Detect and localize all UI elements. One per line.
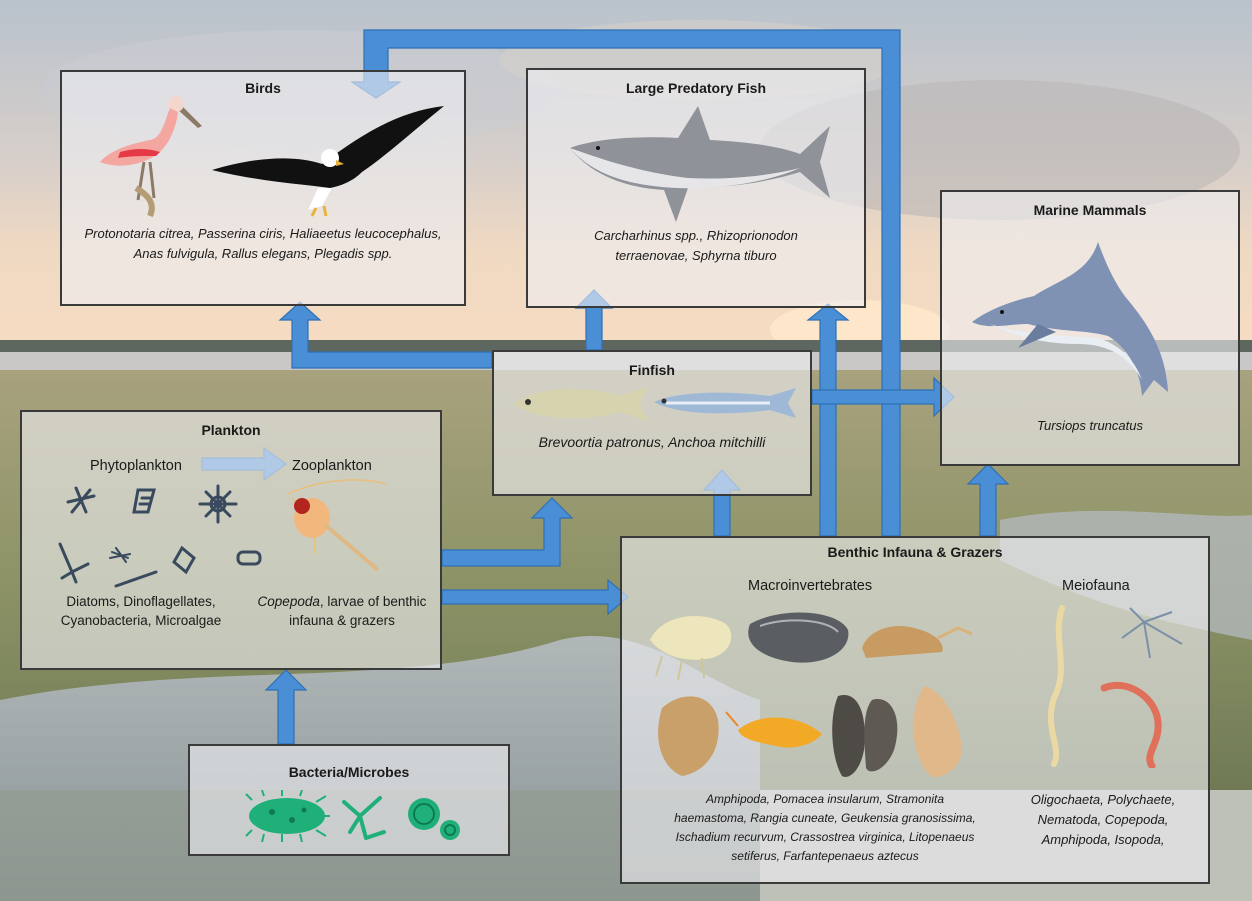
polychaete-icon: [1104, 685, 1158, 766]
birds-box: Birds Protonotaria citrea, Passerina cir…: [60, 70, 466, 306]
phytoplankton-taxa: Diatoms, Dinoflagellates, Cyanobacteria,…: [46, 592, 236, 630]
finfish-species: Brevoortia patronus, Anchoa mitchilli: [494, 432, 810, 452]
ceratium-icon: [60, 544, 88, 582]
diatom-star-icon: [68, 488, 94, 512]
meiofauna-species: Oligochaeta, Polychaete, Nematoda, Copep…: [1012, 790, 1194, 850]
diatom-chain-icon: [134, 490, 154, 512]
finfish-title: Finfish: [494, 362, 810, 378]
cylinder-diatom-icon: [238, 552, 260, 564]
macroinvertebrates-label: Macroinvertebrates: [748, 578, 872, 594]
large-predatory-fish-species: Carcharhinus spp., Rhizoprionodon terrae…: [558, 226, 834, 266]
finfish-box: Finfish Brevoortia patronus, Anchoa mitc…: [492, 350, 812, 496]
spoonbill-icon: [90, 90, 210, 220]
diamond-diatom-icon: [174, 548, 194, 572]
zooplankton-label: Zooplankton: [292, 458, 372, 474]
copepod-icon: [278, 474, 398, 584]
plankton-box: Plankton Phytoplankton Zooplankton Diato…: [20, 410, 442, 670]
oligochaete-icon: [1051, 608, 1062, 764]
dinoflagellate-spiky-icon: [200, 486, 236, 522]
anchovy-icon: [652, 386, 798, 420]
pennate-diatom-icon: [116, 572, 156, 586]
small-cluster-icon: [110, 548, 130, 562]
marine-mammals-title: Marine Mammals: [942, 202, 1238, 218]
phytoplankton-label: Phytoplankton: [90, 458, 182, 474]
zooplankton-taxa-italic: Copepoda: [258, 594, 320, 609]
amphipod-icon: [650, 616, 731, 680]
clam-icon: [658, 696, 719, 776]
macroinvertebrates-species: Amphipoda, Pomacea insularum, Stramonita…: [672, 790, 978, 866]
filament-icon: [340, 792, 390, 842]
shark-icon: [568, 102, 834, 224]
eagle-icon: [212, 102, 448, 220]
bacterium-icon: [242, 790, 332, 842]
bacteria-box: Bacteria/Microbes: [188, 744, 510, 856]
shrimp-icon: [726, 712, 822, 748]
mussel-icon: [832, 695, 897, 777]
phytoplankton-icons: [42, 482, 272, 592]
coccus-icon: [404, 792, 464, 844]
copepod-small-icon: [1122, 608, 1182, 658]
birds-species: Protonotaria citrea, Passerina ciris, Ha…: [80, 224, 446, 264]
benthic-title: Benthic Infauna & Grazers: [622, 544, 1208, 560]
marine-mammals-box: Marine Mammals Tursiops truncatus: [940, 190, 1240, 466]
dolphin-icon: [968, 240, 1178, 400]
meiofauna-label: Meiofauna: [1062, 578, 1130, 594]
marine-mammals-species: Tursiops truncatus: [942, 416, 1238, 436]
macroinvertebrate-icons: [642, 600, 982, 790]
meiofauna-icons: [1032, 598, 1202, 768]
zooplankton-taxa: Copepoda, larvae of benthic infauna & gr…: [244, 592, 440, 630]
oyster-icon: [748, 613, 848, 663]
snail-icon: [862, 626, 972, 658]
large-predatory-fish-box: Large Predatory Fish Carcharhinus spp., …: [526, 68, 866, 308]
menhaden-icon: [512, 382, 652, 424]
whelk-icon: [913, 686, 962, 777]
bacteria-title: Bacteria/Microbes: [190, 764, 508, 780]
plankton-title: Plankton: [22, 422, 440, 438]
benthic-box: Benthic Infauna & Grazers Macroinvertebr…: [620, 536, 1210, 884]
large-predatory-fish-title: Large Predatory Fish: [528, 80, 864, 96]
